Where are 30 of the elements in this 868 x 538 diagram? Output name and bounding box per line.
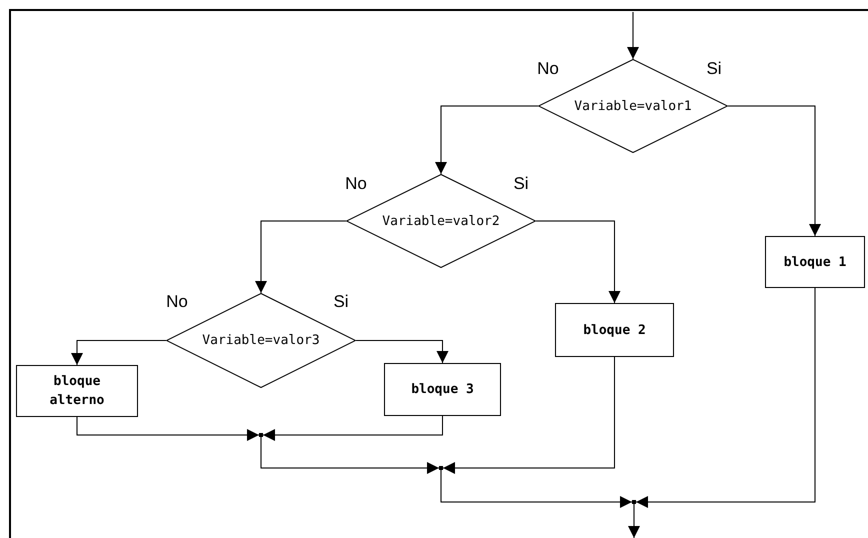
arrow (262, 416, 443, 441)
edge-label: Si (706, 59, 722, 79)
process-box: bloque 3 (384, 363, 501, 416)
arrow (636, 288, 816, 508)
arrow (628, 504, 640, 538)
arrow (627, 12, 639, 60)
edge-label: No (166, 292, 188, 312)
arrow (356, 340, 448, 364)
process-box: bloque alterno (16, 365, 138, 417)
arrow (255, 220, 346, 294)
junction-point (439, 466, 443, 470)
edge-label: No (537, 59, 559, 79)
arrow (435, 106, 538, 174)
condition-text: Variable=valor3 (202, 333, 320, 348)
arrow (728, 106, 821, 236)
process-box: bloque 2 (555, 303, 674, 357)
arrow (76, 416, 260, 441)
edge-label: No (345, 174, 367, 194)
arrow (440, 470, 632, 508)
arrow (442, 356, 615, 474)
process-box: bloque 1 (765, 236, 865, 288)
arrow (71, 340, 166, 366)
condition-text: Variable=valor1 (574, 98, 692, 114)
arrow (260, 436, 440, 474)
arrow (536, 220, 620, 304)
junction-point (632, 500, 636, 504)
edge-label: Si (513, 174, 529, 194)
edge-label: Si (333, 292, 349, 312)
condition-text: Variable=valor2 (382, 214, 500, 228)
junction-point (259, 433, 263, 437)
